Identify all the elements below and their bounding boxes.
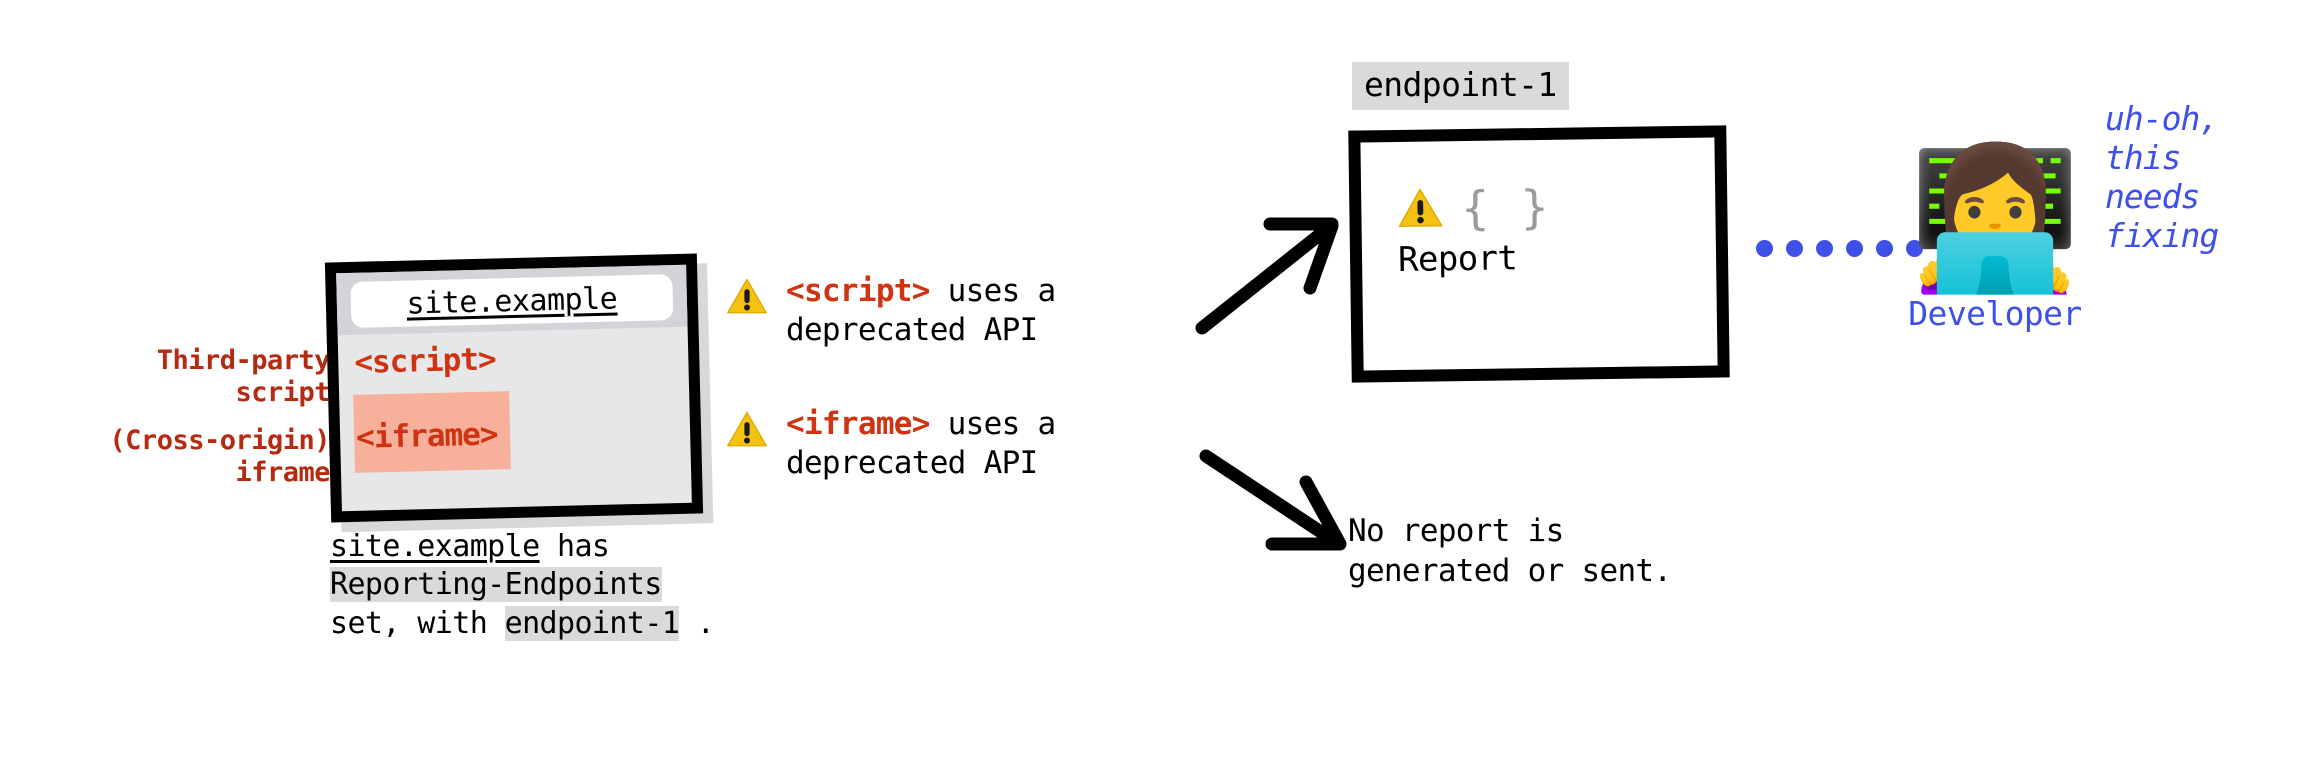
connector-dot [1816,240,1833,257]
warning-tag-script: <script> [786,273,930,309]
no-report-text: No report is generated or sent. [1348,513,1672,589]
label-third-party-script: Third-party script [156,345,331,408]
json-braces-icon: { } [1460,179,1551,236]
browser-chrome-bar: site.example [336,264,688,336]
caption-endpoint: endpoint-1 [504,605,680,641]
connector-dot [1846,240,1863,257]
url-text: site.example [406,280,618,322]
warning-rest-iframe: uses a deprecated API [786,406,1056,482]
warning-rest-script: uses a deprecated API [786,273,1056,349]
script-tag-text: <script> [353,341,497,381]
connector-dot [1906,240,1923,257]
url-bar[interactable]: site.example [350,274,674,328]
warning-triangle-icon [727,278,767,314]
developer-quote: uh-oh, this needs fixing [2105,99,2219,255]
report-icon-row: { } [1397,179,1551,236]
browser-window: site.example <script> <iframe> [324,253,714,533]
arrow-to-no-report-icon [1199,449,1347,551]
report-box-content: { } Report [1397,179,1551,280]
warning-row-script: <script> uses a deprecated API [726,272,1056,350]
report-label: Report [1397,238,1518,280]
developer-label: Developer [1908,294,2082,333]
connector-dot [1876,240,1893,257]
caption-set-with: set, with [330,605,505,641]
report-box-frame: { } Report [1348,125,1730,383]
caption-header: Reporting-Endpoints [330,567,662,603]
label-cross-origin-iframe: (Cross-origin) iframe [109,425,330,488]
caption-period: . [679,605,715,641]
warning-triangle-icon [727,411,767,447]
warning-text-iframe: <iframe> uses a deprecated API [786,405,1056,483]
developer-figure: 👩‍💻 Developer [1900,138,2090,334]
dotted-connector [1756,240,1923,257]
browser-window-frame: site.example <script> <iframe> [324,253,704,523]
arrow-to-report-icon [1195,217,1339,335]
warning-row-iframe: <iframe> uses a deprecated API [726,405,1056,483]
report-box: { } Report [1348,125,1730,383]
woman-technologist-icon: 👩‍💻 [1909,138,2081,299]
endpoint-badge: endpoint-1 [1352,62,1569,110]
connector-dot [1756,240,1773,257]
connector-dot [1786,240,1803,257]
warning-tag-iframe: <iframe> [786,406,930,442]
caption-has: has [539,529,610,564]
warning-triangle-icon [1398,188,1443,227]
caption-site: site.example [330,529,540,564]
browser-caption: site.example has Reporting-Endpoints set… [330,528,850,643]
warning-text-script: <script> uses a deprecated API [786,272,1056,350]
iframe-tag-text: <iframe> [355,416,498,456]
